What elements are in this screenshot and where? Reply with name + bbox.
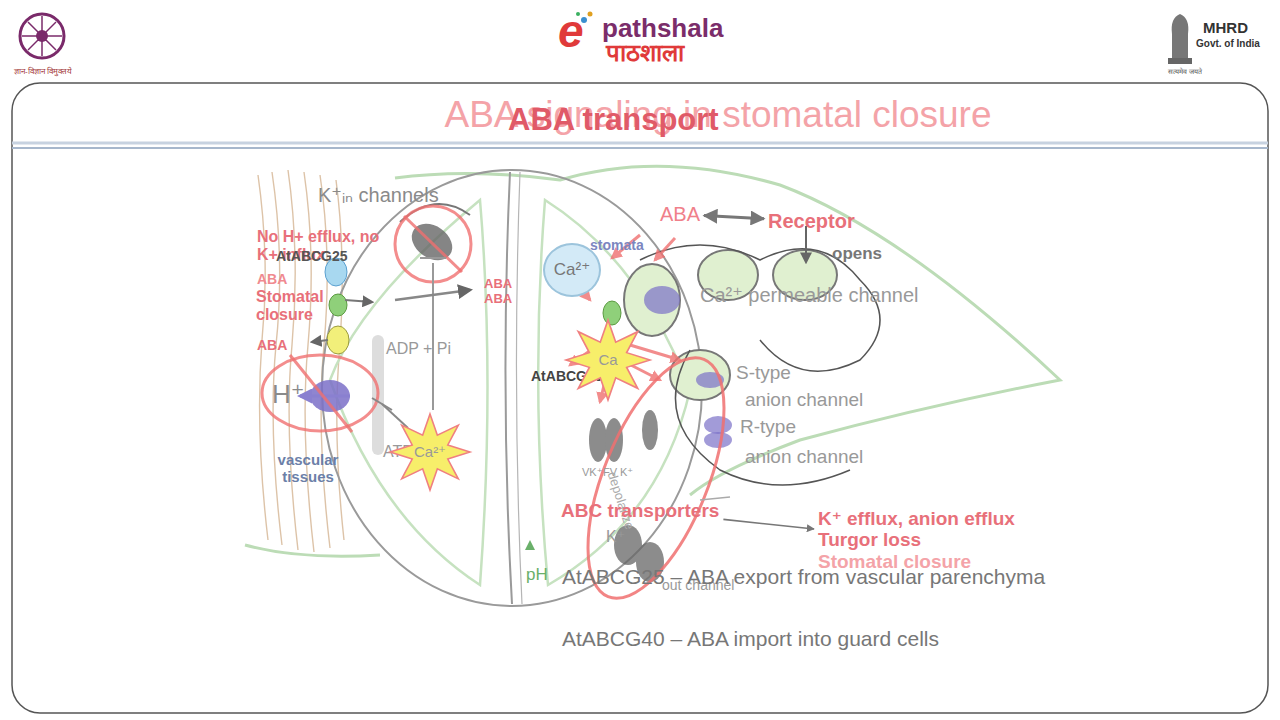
node-text: K⁺ efflux, anion efflux bbox=[818, 508, 1015, 529]
node-text: ABA bbox=[660, 203, 700, 225]
outcome-block: K⁺ efflux, anion effluxTurgor lossStomat… bbox=[818, 508, 1015, 572]
channel-label: anion channel bbox=[745, 447, 863, 468]
guard-cell-membrane bbox=[538, 200, 690, 585]
channel-label: Ca²⁺ permeable channel bbox=[700, 284, 918, 306]
logo-mark: e bbox=[558, 6, 584, 57]
guard-cell-membrane bbox=[330, 200, 488, 585]
node-text: Ca²⁺ bbox=[414, 444, 446, 461]
ph-marker bbox=[525, 540, 535, 550]
emblem-motto: सत्यमेव जयते bbox=[1168, 68, 1202, 76]
channel-label: anion channel bbox=[745, 390, 863, 411]
calcium-pool: Ca²⁺ bbox=[543, 243, 601, 297]
abcg25-transporter bbox=[329, 294, 347, 316]
k-vacuolar-channels bbox=[589, 410, 664, 582]
hormone-label: ABA bbox=[257, 338, 287, 353]
inhibition-bar bbox=[420, 257, 446, 259]
connector-arrow bbox=[704, 216, 764, 219]
title-rule bbox=[12, 142, 1268, 145]
leaf-outline bbox=[395, 166, 1060, 495]
hormone-node: ABA bbox=[660, 203, 700, 225]
inhibition-line bbox=[432, 263, 434, 410]
overlay-title: ABA transport bbox=[508, 103, 719, 137]
channel-label: R-type bbox=[740, 417, 796, 438]
ca-inhibition-line bbox=[382, 404, 408, 428]
abcg25-transporter bbox=[327, 326, 349, 354]
ca-channel bbox=[624, 264, 680, 336]
node-text: Receptor bbox=[768, 210, 855, 232]
ph-label: pH bbox=[526, 566, 548, 585]
aba-export-arrow bbox=[312, 340, 328, 342]
emblem-logo bbox=[1168, 14, 1192, 64]
depolarize-arrow bbox=[700, 497, 730, 500]
node-text: Turgor loss bbox=[818, 529, 1015, 550]
star-shape bbox=[390, 414, 470, 490]
vascular-strands bbox=[258, 170, 344, 552]
node-text: Ca²⁺ bbox=[554, 260, 590, 279]
annotation: opens bbox=[832, 245, 882, 264]
abcg40-transporter bbox=[603, 301, 621, 325]
transporter-name: AtABCG25 bbox=[276, 249, 348, 264]
channel-label: K⁺ bbox=[620, 466, 633, 478]
note: AtABCG25 – ABA export from vascular pare… bbox=[562, 565, 1045, 588]
connector-arrow bbox=[723, 519, 814, 529]
node-text: Ca bbox=[598, 352, 617, 369]
node-text: ABC transporters bbox=[561, 500, 719, 521]
r-type-channel bbox=[704, 416, 732, 434]
stomatal-pore bbox=[516, 172, 522, 604]
hormone-label: ABA bbox=[484, 277, 512, 291]
transporter-node: ABC transporters bbox=[561, 500, 719, 521]
channel-label: VK⁺ bbox=[582, 466, 602, 478]
leaf-outline bbox=[245, 545, 380, 556]
ca-inhibition-bar bbox=[372, 398, 392, 410]
slide-frame bbox=[12, 83, 1268, 713]
annotation: Stomatal closure bbox=[256, 288, 356, 323]
star-shape bbox=[566, 320, 650, 400]
structure-label: stomata bbox=[590, 238, 644, 253]
ministry-name: MHRD bbox=[1203, 20, 1248, 37]
receptor-node: Receptor bbox=[768, 210, 855, 232]
ion-label: H⁺ bbox=[272, 380, 305, 409]
calcium-burst: Ca bbox=[566, 320, 650, 400]
calcium-burst: Ca²⁺ bbox=[390, 414, 470, 490]
tissue-label: vascular tissues bbox=[262, 452, 354, 485]
molecule-label: ADP + Pi bbox=[386, 340, 451, 358]
ion-label: K⁺ bbox=[606, 528, 625, 546]
stomatal-pore bbox=[505, 172, 512, 604]
ca-channel-pore bbox=[644, 286, 680, 314]
abcg25-arrow bbox=[345, 300, 372, 302]
note: AtABCG40 – ABA import into guard cells bbox=[562, 627, 939, 650]
title-rule bbox=[12, 147, 1268, 149]
hormone-label: ABA bbox=[484, 292, 512, 306]
ministry-name: Govt. of India bbox=[1196, 38, 1260, 49]
inhibition-circle bbox=[262, 355, 378, 431]
logo-motto: ज्ञान-विज्ञान विमुक्तये bbox=[14, 68, 72, 77]
logo-name: pathshala bbox=[602, 14, 723, 43]
r-type-channel bbox=[704, 432, 732, 448]
logo-name: पाठशाला bbox=[606, 40, 684, 66]
channel-label: S-type bbox=[736, 363, 791, 384]
channel-label: K⁺ᵢₙ channels bbox=[318, 184, 439, 206]
hormone-label: ABA bbox=[257, 272, 287, 287]
aba-transport-arrow bbox=[395, 290, 470, 300]
university-logo bbox=[20, 14, 64, 58]
